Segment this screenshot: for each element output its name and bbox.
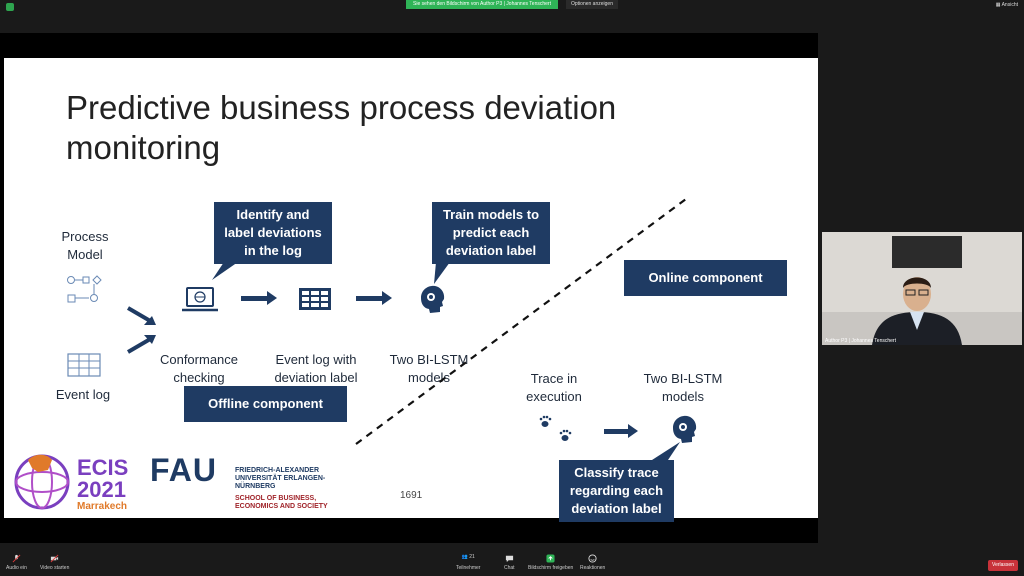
laptop-icon: [182, 287, 218, 312]
view-button-label: Ansicht: [1001, 2, 1018, 8]
bilstm-online-label: Two BI-LSTM models: [643, 371, 723, 404]
security-shield-icon[interactable]: [6, 3, 14, 11]
view-button[interactable]: ▦ Ansicht: [996, 2, 1018, 8]
video-wall-screen: [892, 236, 962, 268]
fau-logo: FAU: [150, 452, 217, 488]
ai-head-icon: [421, 285, 445, 313]
bilstm-offline-label: Two BI-LSTM models: [389, 352, 469, 385]
callout-train-models: Train models to predict each deviation l…: [432, 202, 550, 264]
reactions-button[interactable]: Reaktionen: [580, 554, 605, 571]
event-log-table-icon: [67, 353, 101, 377]
callout-classify-trace: Classify trace regarding each deviation …: [559, 460, 674, 522]
view-options-button[interactable]: Optionen anzeigen: [566, 0, 618, 9]
reactions-button-label: Reaktionen: [580, 565, 606, 571]
callout-pointer: [434, 262, 450, 284]
process-model-icon: [67, 275, 102, 303]
callout-pointer: [652, 442, 680, 460]
arrow-to-event-log: [241, 291, 277, 305]
participant-video[interactable]: Author P3 | Johannes Tenschert: [822, 232, 1022, 345]
slide-title: Predictive business process deviation mo…: [66, 89, 617, 166]
arrow-to-models: [356, 291, 392, 305]
grid-icon: ▦: [995, 2, 1001, 8]
chat-button-label: Chat: [504, 565, 515, 571]
event-log-deviation-label: Event log with deviation label: [274, 352, 358, 385]
participants-button-label: Teilnehmer: [456, 565, 481, 571]
ecis-globe-logo: [14, 454, 70, 510]
process-model-label: Process Model: [61, 229, 109, 262]
callout-identify-deviations: Identify and label deviations in the log: [214, 202, 332, 264]
top-bar: Sie sehen den Bildschirm von Author P3 |…: [0, 0, 1024, 14]
event-log-label: Event log: [55, 387, 111, 402]
participant-name-label: Author P3 | Johannes Tenschert: [825, 338, 896, 344]
participant-figure: [872, 277, 962, 345]
participants-button[interactable]: 👥 21 Teilnehmer: [456, 554, 480, 571]
separator-dashed-line: [355, 195, 691, 445]
video-button-label: Video starten: [40, 565, 70, 571]
converging-arrows: [126, 306, 156, 354]
ecis-year: 2021: [77, 477, 126, 502]
slide-page-number: 1691: [400, 490, 423, 501]
footprints-icon: [539, 415, 572, 441]
offline-component-box: Offline component: [184, 386, 347, 422]
deviation-table-icon: [299, 288, 331, 310]
online-component-box: Online component: [624, 260, 787, 296]
presentation-slide: Predictive business process deviation mo…: [4, 58, 818, 522]
participants-icon: 👥 21: [461, 554, 475, 560]
callout-pointer: [212, 262, 238, 280]
share-screen-button[interactable]: Bildschirm freigeben: [528, 554, 573, 571]
chat-bubble-icon: [505, 555, 513, 563]
audio-button-label: Audio ein: [6, 565, 27, 571]
screen-share-banner: Sie sehen den Bildschirm von Author P3 |…: [406, 0, 558, 9]
trace-in-execution-label: Trace in execution: [526, 371, 582, 404]
fau-school-name: SCHOOL OF BUSINESS, ECONOMICS AND SOCIET…: [235, 495, 328, 510]
camera-off-icon: [50, 554, 59, 563]
smiley-icon: [588, 554, 597, 563]
share-screen-button-label: Bildschirm freigeben: [528, 565, 574, 571]
shared-screen: Predictive business process deviation mo…: [0, 33, 818, 543]
ai-head-icon: [673, 415, 697, 443]
participants-count: 21: [469, 554, 475, 560]
share-screen-icon: [546, 554, 555, 563]
microphone-muted-icon: [12, 554, 21, 563]
fau-university-name: FRIEDRICH-ALEXANDER UNIVERSITÄT ERLANGEN…: [235, 467, 326, 490]
leave-meeting-button[interactable]: Verlassen: [988, 560, 1018, 571]
conformance-checking-label: Conformance checking: [159, 352, 239, 385]
audio-button[interactable]: Audio ein: [6, 554, 27, 571]
ecis-logo-text: ECIS 2021 Marrakech: [77, 457, 128, 513]
video-button[interactable]: Video starten: [40, 554, 69, 571]
chat-button[interactable]: Chat: [504, 554, 515, 571]
ecis-name: ECIS: [77, 455, 129, 480]
ecis-city: Marrakech: [77, 501, 128, 512]
meeting-toolbar: Audio ein Video starten 👥 21 Teilnehmer …: [0, 548, 1024, 576]
arrow-to-online-models: [604, 424, 638, 438]
